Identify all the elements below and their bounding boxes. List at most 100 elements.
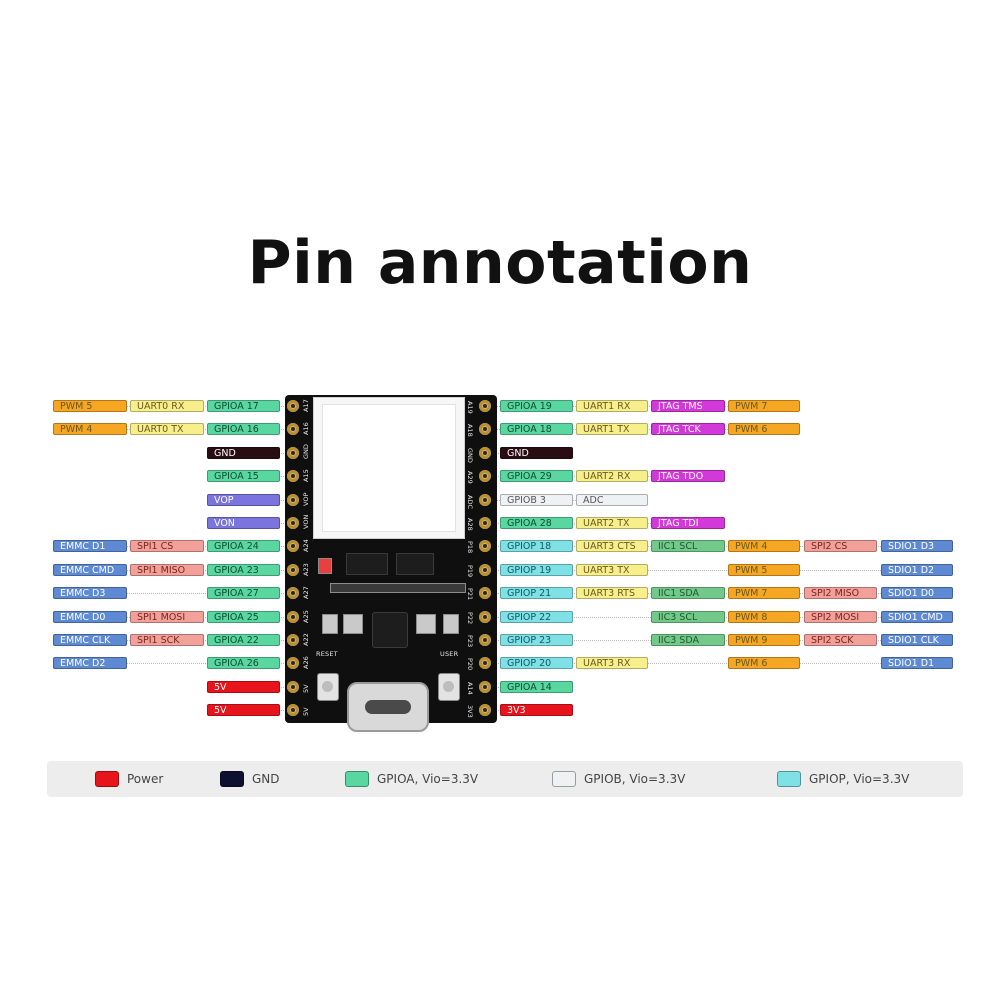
pin-label-gpioa-17: GPIOA 17 — [207, 400, 280, 412]
legend: Power GND GPIOA, Vio=3.3V GPIOB, Vio=3.3V GP… — [47, 761, 963, 797]
pin-label-5v: 5V — [207, 704, 280, 717]
left-pin-silk: VOP — [302, 492, 310, 506]
legend-label: GPIOB, Vio=3.3V — [584, 772, 686, 786]
left-pin-silk: A24 — [302, 539, 310, 553]
pin-label-spi1-miso: SPI1 MISO — [130, 563, 204, 576]
left-pin-silk: A27 — [302, 586, 310, 600]
right-pin-silk: A18 — [466, 424, 474, 438]
right-pin-pad — [479, 517, 491, 529]
pin-label-jtag-tdi: JTAG TDI — [651, 517, 725, 529]
pin-label-emmc-d0: EMMC D0 — [53, 610, 127, 623]
pin-label-uart3-cts: UART3 CTS — [576, 540, 648, 553]
legend-label: Power — [127, 772, 164, 786]
right-pin-pad — [479, 446, 491, 459]
pin-label-gpioa-24: GPIOA 24 — [207, 540, 280, 553]
pin-label-gpioa-29: GPIOA 29 — [500, 470, 573, 483]
left-pin-pad — [287, 540, 299, 553]
pin-leader-line — [490, 663, 943, 665]
led-component — [318, 558, 332, 574]
right-pin-pad — [479, 400, 491, 412]
left-pin-pad — [287, 423, 299, 436]
pin-label-pwm-9: PWM 9 — [728, 634, 800, 646]
left-pin-silk: A22 — [302, 633, 310, 646]
pin-label-gpiob-3: GPIOB 3 — [500, 493, 573, 506]
legend-swatch — [777, 771, 801, 787]
right-pin-silk: P19 — [466, 564, 474, 577]
left-pin-silk: 5V — [302, 684, 310, 693]
left-pin-pad — [287, 493, 299, 506]
pin-label-gpioa-22: GPIOA 22 — [207, 634, 280, 646]
right-pin-silk: A28 — [466, 518, 474, 531]
pin-label-pwm-6: PWM 6 — [728, 423, 800, 436]
pin-leader-line — [63, 593, 292, 595]
left-pin-silk: 5V — [302, 707, 310, 717]
pin-label-uart0-rx: UART0 RX — [130, 400, 204, 412]
pin-label-emmc-clk: EMMC CLK — [53, 634, 127, 646]
pin-label-pwm-8: PWM 8 — [728, 610, 800, 623]
pin-label-adc: ADC — [576, 493, 648, 506]
left-pin-silk: GND — [302, 443, 310, 459]
left-pin-pad — [287, 680, 299, 693]
pin-leader-line — [490, 569, 943, 571]
right-pin-silk: ADC — [466, 494, 474, 509]
left-pin-pad — [287, 587, 299, 600]
right-pin-pad — [479, 563, 491, 576]
capacitor-1 — [343, 614, 363, 634]
pin-label-pwm-7: PWM 7 — [728, 400, 800, 412]
pin-label-emmc-d2: EMMC D2 — [53, 657, 127, 670]
left-pin-silk: A15 — [302, 469, 310, 483]
right-pin-pad — [479, 680, 491, 693]
pin-label-gpioa-14: GPIOA 14 — [500, 680, 573, 693]
pin-label-iic1-sda: IIC1 SDA — [651, 587, 725, 600]
left-pin-silk: A16 — [302, 422, 310, 436]
pin-label-spi2-cs: SPI2 CS — [804, 540, 877, 553]
legend-label: GND — [252, 772, 280, 786]
left-pin-silk: A17 — [302, 399, 310, 412]
pin-label-sdio1-d0: SDIO1 D0 — [881, 587, 953, 600]
pin-label-pwm-4: PWM 4 — [728, 540, 800, 553]
legend-swatch — [552, 771, 576, 787]
pin-label-jtag-tck: JTAG TCK — [651, 423, 725, 436]
pin-label-sdio1-cmd: SDIO1 CMD — [881, 610, 953, 623]
usb-c-socket — [365, 700, 411, 714]
legend-swatch — [95, 771, 119, 787]
right-pin-silk: GND — [466, 447, 474, 463]
right-pin-pad — [479, 493, 491, 506]
right-pin-silk: P21 — [466, 588, 474, 601]
pin-label-uart3-tx: UART3 TX — [576, 563, 648, 576]
pin-label-5v: 5V — [207, 680, 280, 693]
pin-label-pwm-6: PWM 6 — [728, 657, 800, 670]
reset-button[interactable] — [317, 673, 339, 701]
capacitor-4 — [443, 614, 459, 634]
right-pin-silk: P20 — [466, 658, 474, 671]
right-pin-silk: A19 — [466, 401, 474, 414]
user-button[interactable] — [438, 673, 460, 701]
left-pin-pad — [287, 446, 299, 459]
pin-label-pwm-7: PWM 7 — [728, 587, 800, 600]
pin-label-uart1-tx: UART1 TX — [576, 423, 648, 436]
pin-label-iic1-scl: IIC1 SCL — [651, 540, 725, 553]
pin-label-emmc-cmd: EMMC CMD — [53, 563, 127, 576]
pin-label-jtag-tms: JTAG TMS — [651, 400, 725, 412]
legend-label: GPIOA, Vio=3.3V — [377, 772, 479, 786]
right-pin-pad — [479, 470, 491, 483]
right-pin-silk: A29 — [466, 471, 474, 484]
page-title: Pin annotation — [247, 228, 753, 298]
pin-label-sdio1-d3: SDIO1 D3 — [881, 540, 953, 553]
right-pin-silk: P18 — [466, 541, 474, 554]
right-pin-pad — [479, 423, 491, 436]
pin-label-gpioa-19: GPIOA 19 — [500, 400, 573, 412]
pin-leader-line — [63, 663, 292, 665]
usb-c-port[interactable] — [347, 682, 429, 732]
pin-label-spi1-cs: SPI1 CS — [130, 540, 204, 553]
pin-label-gpiop-20: GPIOP 20 — [500, 657, 573, 670]
soc-chip — [372, 612, 408, 648]
pin-label-uart0-tx: UART0 TX — [130, 423, 204, 436]
left-pin-pad — [287, 657, 299, 670]
pin-label-pwm-4: PWM 4 — [53, 423, 127, 436]
legend-label: GPIOP, Vio=3.3V — [809, 772, 910, 786]
pin-label-pwm-5: PWM 5 — [53, 400, 127, 412]
pin-label-sdio1-d2: SDIO1 D2 — [881, 563, 953, 576]
pin-label-vop: VOP — [207, 493, 280, 506]
module-shield — [322, 404, 456, 532]
